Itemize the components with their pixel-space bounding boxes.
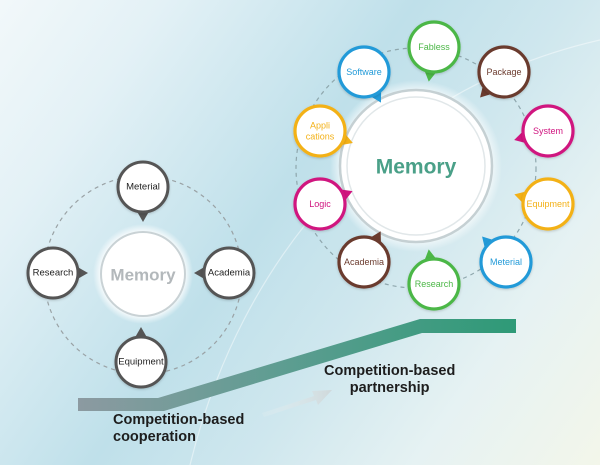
transition-arrow — [262, 390, 332, 417]
right-node-applications-label: Appli — [310, 120, 330, 130]
right-node-meterial-label: Meterial — [490, 257, 522, 267]
right-node-system-ring — [521, 104, 575, 158]
right-node-meterial-ring — [479, 235, 533, 289]
right-node-software-ring — [337, 45, 391, 99]
left-node-academia: Academia — [194, 246, 256, 300]
right-node-logic: Logic — [293, 177, 353, 231]
right-center-label: Memory — [376, 156, 457, 179]
right-node-software: Software — [337, 45, 391, 103]
right-node-fabless-ring — [407, 20, 461, 74]
right-node-equipment: Equipment — [514, 177, 575, 231]
right-dashed-orbit — [295, 47, 537, 289]
right-node-package: Package — [477, 45, 531, 99]
right-node-fabless-label: Fabless — [418, 42, 450, 52]
right-node-logic-label: Logic — [309, 199, 331, 209]
left-node-research: Research — [26, 246, 88, 300]
right-node-fabless: Fabless — [407, 20, 461, 82]
left-center-label: Memory — [110, 266, 176, 285]
right-node-logic-ring — [293, 177, 347, 231]
left-node-meterial: Meterial — [116, 160, 170, 222]
caption-partnership-line2: partnership — [349, 379, 430, 396]
left-node-equipment: Equipment — [114, 327, 168, 389]
right-node-applications: Appli cations — [293, 104, 353, 158]
left-node-academia-ring — [202, 246, 256, 300]
right-node-research: Research — [407, 249, 461, 311]
right-node-meterial: Meterial — [479, 235, 533, 289]
growth-bar — [78, 319, 516, 411]
right-node-system: System — [514, 104, 575, 158]
right-node-applications-ring — [293, 104, 347, 158]
right-center-inner-ring — [346, 96, 486, 236]
caption-cooperation-line1: Competition-based — [113, 412, 245, 428]
right-node-package-label: Package — [486, 67, 521, 77]
right-node-academia-ring — [337, 235, 391, 289]
right-node-academia-label: Academia — [344, 257, 384, 267]
right-center-circle — [338, 88, 494, 244]
left-center-circle — [100, 231, 186, 317]
caption-cooperation: Competition-based cooperation — [113, 412, 244, 445]
caption-partnership-line1: Competition-based — [324, 363, 456, 379]
right-node-academia: Academia — [337, 231, 391, 289]
caption-cooperation-line2: cooperation — [113, 428, 196, 445]
caption-partnership: Competition-based partnership — [324, 363, 455, 396]
right-node-package-ring — [477, 45, 531, 99]
right-node-equipment-ring — [521, 177, 575, 231]
left-node-research-ring — [26, 246, 80, 300]
right-node-software-label: Software — [346, 67, 382, 77]
right-node-applications-label: cations — [306, 132, 335, 142]
left-node-research-label: Research — [33, 268, 74, 279]
left-node-meterial-label: Meterial — [126, 182, 160, 193]
right-node-research-ring — [407, 257, 461, 311]
right-node-system-label: System — [533, 126, 563, 136]
right-node-research-label: Research — [415, 279, 454, 289]
left-node-academia-label: Academia — [208, 268, 251, 279]
left-node-equipment-ring — [114, 335, 168, 389]
left-node-equipment-label: Equipment — [118, 357, 164, 368]
right-node-equipment-label: Equipment — [526, 199, 570, 209]
left-node-meterial-ring — [116, 160, 170, 214]
